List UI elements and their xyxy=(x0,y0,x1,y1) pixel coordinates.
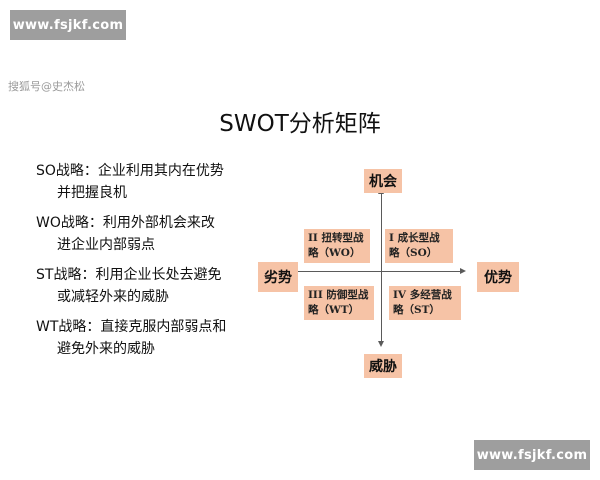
page-title: SWOT分析矩阵 xyxy=(219,111,381,137)
strategy-wt-line2: 避免外来的威胁 xyxy=(57,341,155,357)
strategy-wt-line1: WT战略：直接克服内部弱点和 xyxy=(36,319,227,335)
quadrant-st-line2: 略（ST） xyxy=(393,304,440,316)
strategy-wt: WT战略：直接克服内部弱点和 避免外来的威胁 xyxy=(36,316,266,360)
axis-label-weakness: 劣势 xyxy=(258,262,298,292)
axis-label-threat: 威胁 xyxy=(364,354,402,378)
quadrant-wo-line1: II 扭转型战 xyxy=(308,232,364,244)
strategy-st-line2: 或减轻外来的威胁 xyxy=(57,289,169,305)
strategy-wo-line1: WO战略：利用外部机会来改 xyxy=(36,215,215,231)
axis-label-opportunity: 机会 xyxy=(364,169,402,193)
quadrant-st: IV 多经营战 略（ST） xyxy=(389,286,461,320)
watermark-bottom: www.fsjkf.com xyxy=(474,440,590,470)
axis-label-strength: 优势 xyxy=(477,262,519,292)
strategy-st-line1: ST战略：利用企业长处去避免 xyxy=(36,267,222,283)
arrow-right-icon xyxy=(460,268,466,274)
quadrant-wo: II 扭转型战 略（WO） xyxy=(304,229,370,263)
quadrant-st-line1: IV 多经营战 xyxy=(393,289,452,301)
strategy-st: ST战略：利用企业长处去避免 或减轻外来的威胁 xyxy=(36,264,266,308)
quadrant-wt: III 防御型战 略（WT） xyxy=(304,286,374,320)
horizontal-axis xyxy=(294,271,462,272)
source-attribution: 搜狐号@史杰松 xyxy=(8,80,85,93)
quadrant-wo-line2: 略（WO） xyxy=(308,247,361,259)
watermark-top: www.fsjkf.com xyxy=(10,10,126,40)
strategy-so-line1: SO战略：企业利用其内在优势 xyxy=(36,163,224,179)
quadrant-wt-line1: III 防御型战 xyxy=(308,289,369,301)
strategy-list: SO战略：企业利用其内在优势 并把握良机 WO战略：利用外部机会来改 进企业内部… xyxy=(36,160,266,368)
arrow-down-icon xyxy=(378,341,384,347)
quadrant-so-line2: 略（SO） xyxy=(389,247,438,259)
quadrant-so: I 成长型战 略（SO） xyxy=(385,229,453,263)
quadrant-wt-line2: 略（WT） xyxy=(308,304,360,316)
strategy-wo: WO战略：利用外部机会来改 进企业内部弱点 xyxy=(36,212,266,256)
strategy-so-line2: 并把握良机 xyxy=(57,185,127,201)
vertical-axis xyxy=(381,192,382,342)
strategy-wo-line2: 进企业内部弱点 xyxy=(57,237,155,253)
strategy-so: SO战略：企业利用其内在优势 并把握良机 xyxy=(36,160,266,204)
quadrant-so-line1: I 成长型战 xyxy=(389,232,440,244)
